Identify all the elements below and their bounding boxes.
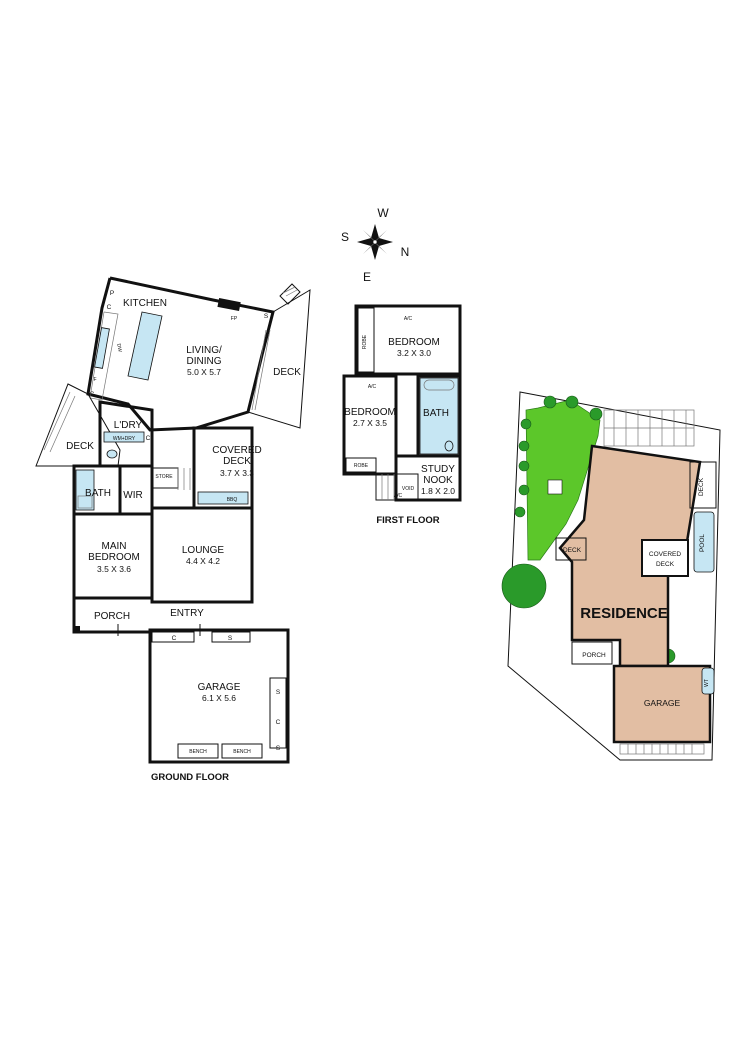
tree-row xyxy=(501,395,676,664)
site-plan: RESIDENCE DECK DECK COVERED DECK POOL PO… xyxy=(501,391,721,761)
deck-steps xyxy=(279,283,301,305)
compass-s-label: S xyxy=(341,230,349,244)
garage-dim: 6.1 X 5.6 xyxy=(202,693,236,703)
ff-study-dim: 1.8 X 2.0 xyxy=(421,486,455,496)
compass-n-label: N xyxy=(401,245,410,259)
ff-nook-label: NOOK xyxy=(423,475,453,486)
laundry-c-label: C xyxy=(146,435,151,442)
fridge-label: F xyxy=(93,377,96,383)
paving-grid xyxy=(603,409,695,447)
covered-deck-label: COVERED xyxy=(212,445,261,456)
ff-bedroom-1-walls xyxy=(354,304,462,376)
site-water-tank xyxy=(701,667,715,695)
covered-deck-label-2: DECK xyxy=(223,456,251,467)
kitchen-label: KITCHEN xyxy=(123,298,167,309)
site-garage xyxy=(612,664,712,744)
bbq-label: BBQ xyxy=(227,497,238,503)
store-label: STORE xyxy=(155,474,173,480)
first-floor-caption: FIRST FLOOR xyxy=(376,515,439,526)
site-wt-label: WT xyxy=(704,679,710,687)
site-deck-label-2: DECK xyxy=(698,477,705,496)
kitchen-c-label: C xyxy=(90,391,95,398)
ground-floor-plan: FP S P C DW F C KITCHEN LIVING/ DINING 5… xyxy=(35,276,311,783)
east-deck-label: DECK xyxy=(273,367,301,378)
site-boundary xyxy=(507,391,721,761)
east-deck xyxy=(247,289,311,429)
garage-s-label-2: S xyxy=(276,745,281,752)
front-paving xyxy=(619,743,705,755)
site-porch-label: PORCH xyxy=(582,652,606,659)
living-wing-walls xyxy=(86,276,275,432)
first-floor-plan: ROBE A/C BEDROOM 3.2 X 3.0 ROBE A/C BEDR… xyxy=(342,304,462,526)
garage-c-label: C xyxy=(172,635,177,642)
lounge-walls xyxy=(150,506,254,604)
ff-ac-label-2: A/C xyxy=(368,384,377,390)
site-covered-deck xyxy=(641,539,689,577)
fireplace xyxy=(217,297,241,312)
fireplace-label: FP xyxy=(231,316,238,322)
ground-floor-caption: GROUND FLOOR xyxy=(151,772,229,783)
garage-label: GARAGE xyxy=(198,682,241,693)
living-dining-dim: 5.0 X 5.7 xyxy=(187,367,221,377)
ff-bedroom-1-label: BEDROOM xyxy=(388,337,440,348)
site-garage-label: GARAGE xyxy=(644,698,681,708)
ff-bedroom-1-dim: 3.2 X 3.0 xyxy=(397,348,431,358)
entry-label: ENTRY xyxy=(170,608,204,619)
site-covered-label-2: DECK xyxy=(656,561,675,568)
residence-label: RESIDENCE xyxy=(580,605,668,622)
laundry-label: L'DRY xyxy=(114,420,143,431)
lawn xyxy=(525,399,601,561)
ff-robe-label-2: ROBE xyxy=(354,463,369,469)
wir-label: WIR xyxy=(123,490,142,501)
ff-bedroom-2-label: BEDROOM xyxy=(344,407,396,418)
kitchen-island xyxy=(127,311,163,381)
main-bedroom-label-2: BEDROOM xyxy=(88,552,140,563)
bath-label: BATH xyxy=(85,488,111,499)
site-covered-label: COVERED xyxy=(649,551,681,558)
ff-study-label: STUDY xyxy=(421,464,455,475)
ff-study-walls xyxy=(394,454,462,502)
dishwasher-label: DW xyxy=(115,343,122,353)
ff-robe-label-1: ROBE xyxy=(362,334,368,349)
ff-void-label: VOID xyxy=(402,486,415,492)
ff-ac-label-3: A/C xyxy=(394,493,403,499)
garage-s-label-1: S xyxy=(276,689,281,696)
compass-e-label: E xyxy=(363,270,371,284)
living-dining-label-2: DINING xyxy=(187,356,222,367)
porch-label: PORCH xyxy=(94,611,130,622)
ff-ac-label-1: A/C xyxy=(404,316,413,322)
site-deck-label-1: DECK xyxy=(563,547,582,554)
main-bedroom-label: MAIN xyxy=(102,541,127,552)
compass-rose: W S N E xyxy=(341,206,409,284)
stair-s-label-top: S xyxy=(264,313,269,320)
site-pool xyxy=(693,511,715,573)
ff-bedroom-2-dim: 2.7 X 3.5 xyxy=(353,418,387,428)
bench-label-2: BENCH xyxy=(233,749,251,755)
main-bedroom-dim: 3.5 X 3.6 xyxy=(97,564,131,574)
west-deck-label: DECK xyxy=(66,441,94,452)
garage-c-label-2: C xyxy=(276,719,281,726)
site-pool-label: POOL xyxy=(699,534,706,552)
lounge-label: LOUNGE xyxy=(182,545,225,556)
lounge-dim: 4.4 X 4.2 xyxy=(186,556,220,566)
living-dining-label: LIVING/ xyxy=(186,345,222,356)
pantry-label: P xyxy=(110,290,114,297)
garage-s-label-top: S xyxy=(228,635,233,642)
ff-bedroom-2-walls xyxy=(342,374,398,476)
garage-walls xyxy=(148,628,290,764)
wm-dry-label: WM+DRY xyxy=(113,436,136,442)
bench-label-1: BENCH xyxy=(189,749,207,755)
compass-w-label: W xyxy=(377,206,389,220)
ff-bath-label: BATH xyxy=(423,408,449,419)
covered-deck-dim: 3.7 X 3.3 xyxy=(220,468,254,478)
pantry-c-label: C xyxy=(107,304,112,311)
